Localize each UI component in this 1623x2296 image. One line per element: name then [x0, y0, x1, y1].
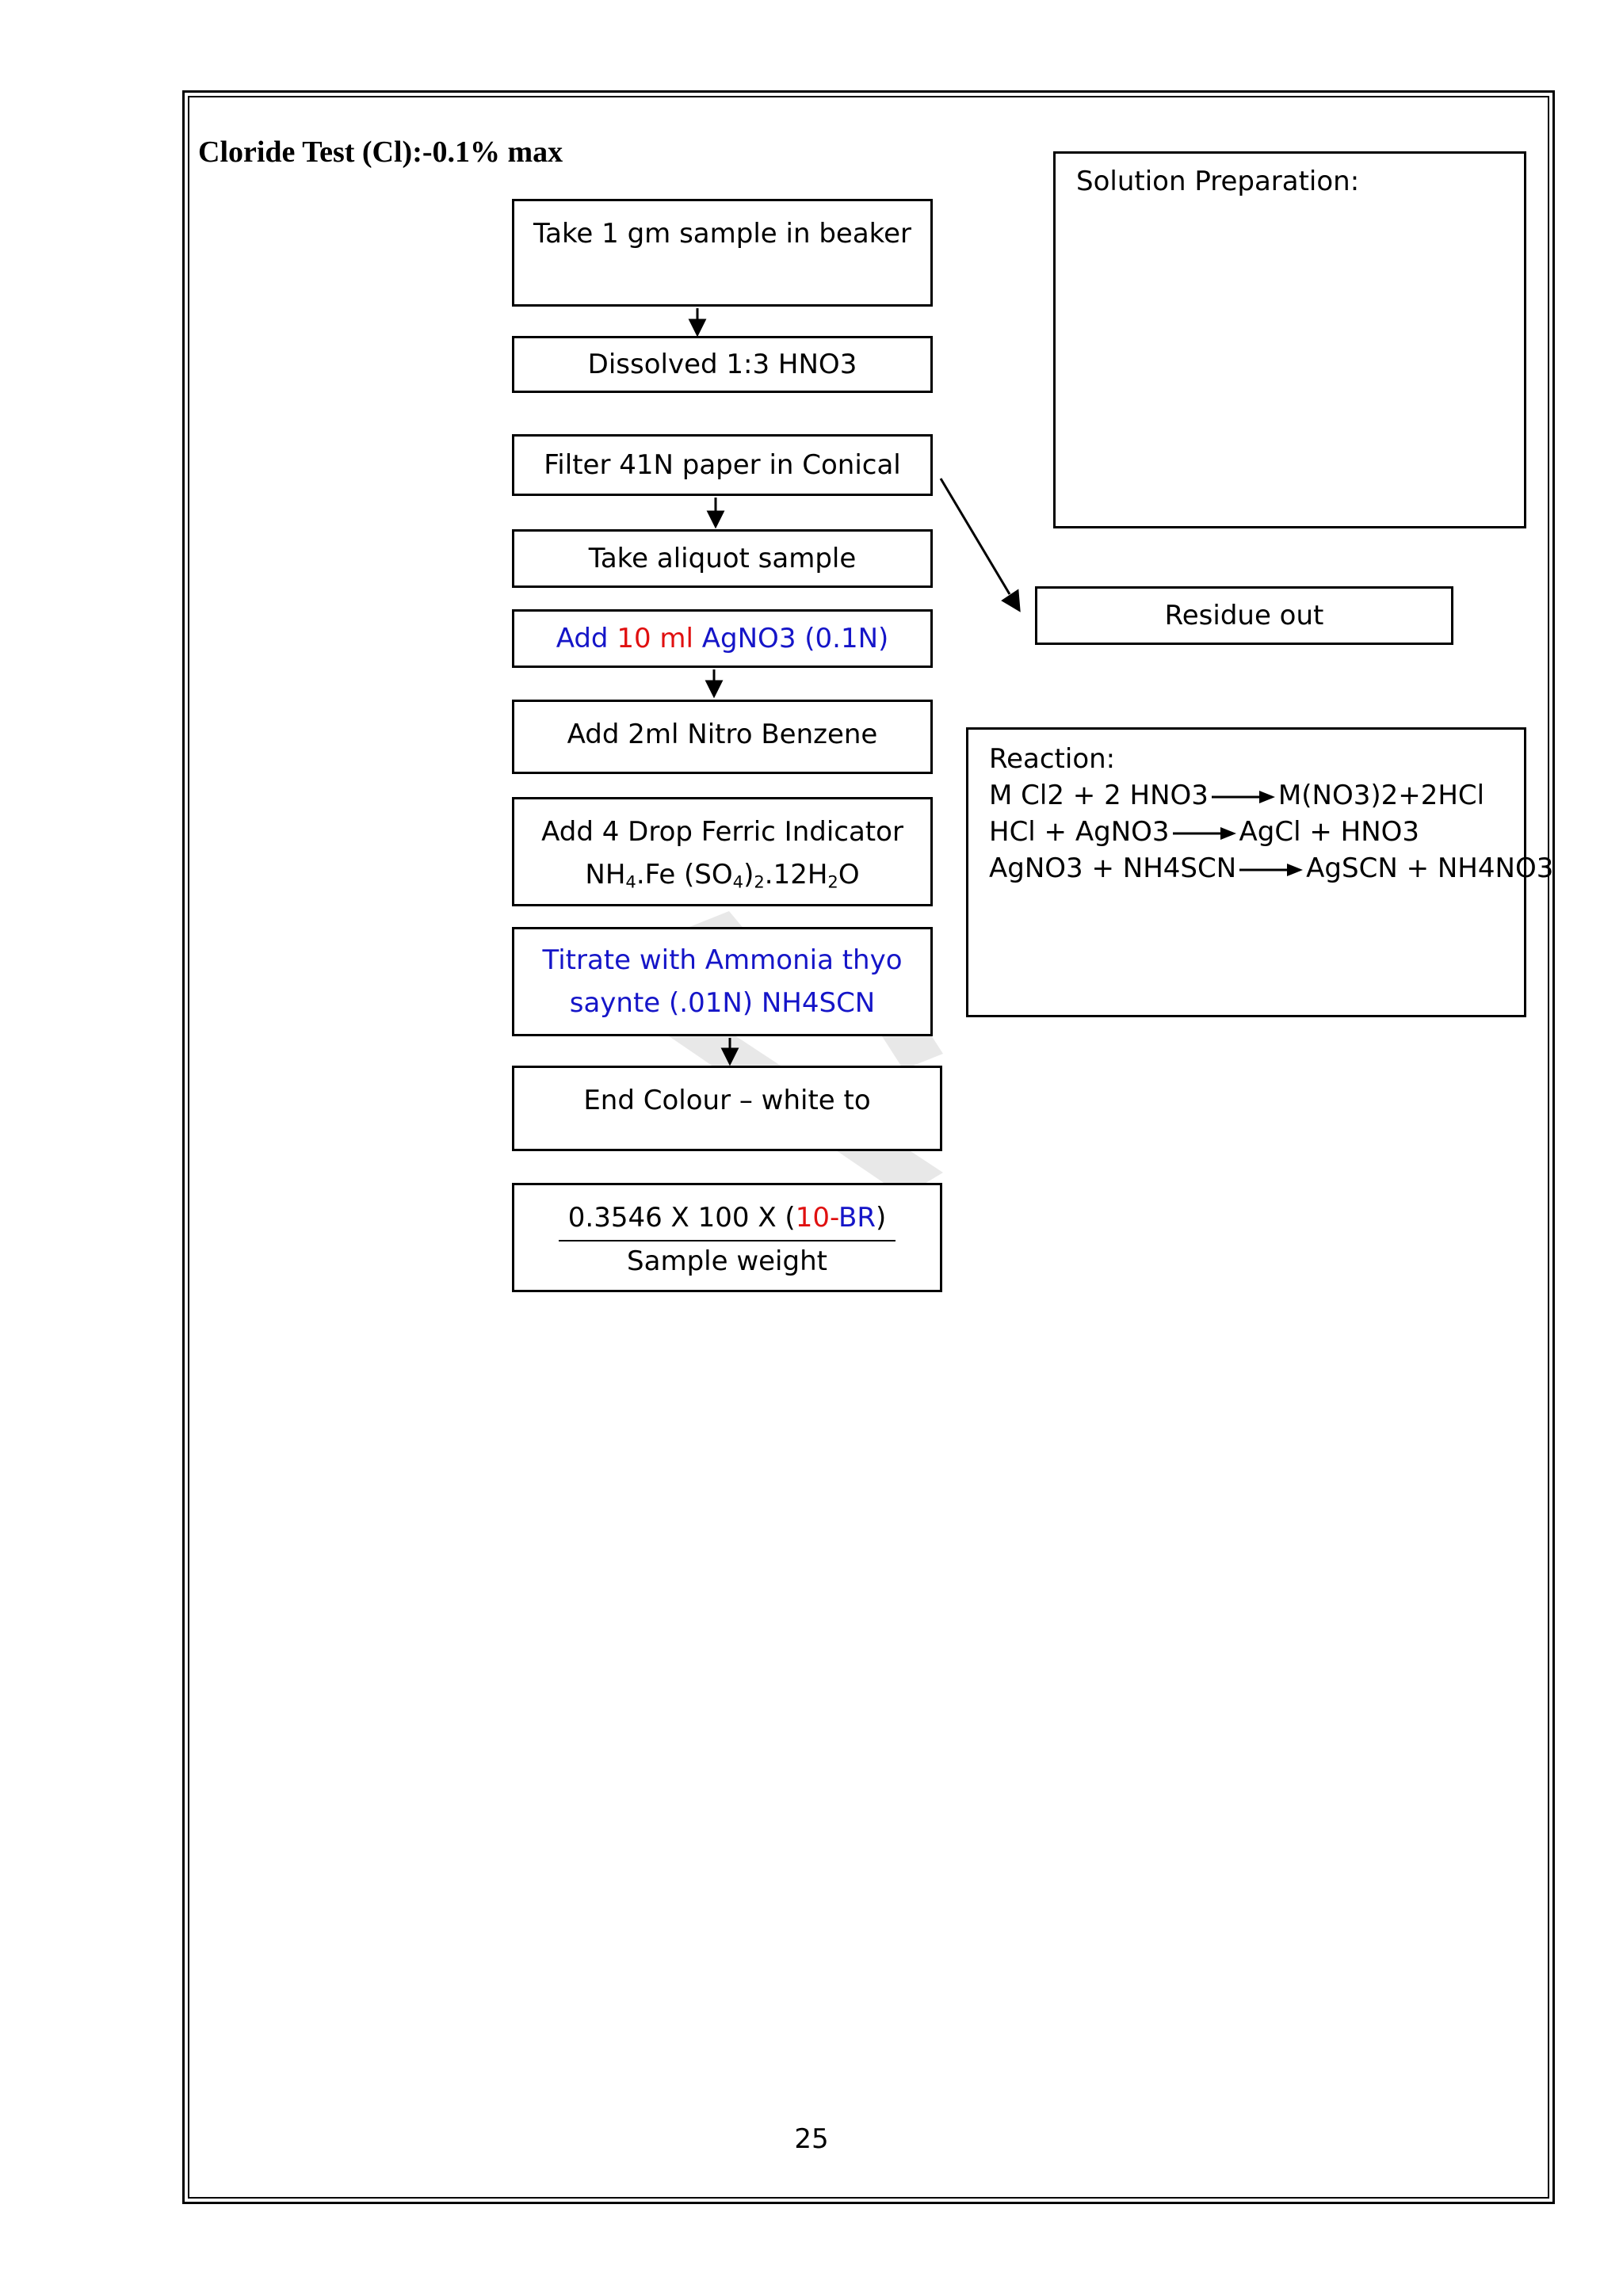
residue-text: Residue out — [1164, 600, 1324, 631]
step-add-agno3-prefix: Add — [556, 623, 617, 654]
step-dissolve: Dissolved 1:3 HNO3 — [512, 336, 933, 393]
formula-numerator: 0.3546 X 100 X (10-BR) — [558, 1199, 896, 1241]
step-filter: Filter 41N paper in Conical — [512, 434, 933, 496]
step-filter-text: Filter 41N paper in Conical — [544, 449, 901, 481]
step-titrate-line2: saynte (.01N) NH4SCN — [569, 987, 876, 1019]
page-number: 25 — [794, 2123, 829, 2155]
step-aliquot: Take aliquot sample — [512, 529, 933, 588]
step-end-colour-text: End Colour – white to — [583, 1085, 871, 1116]
arrow-icon — [1172, 826, 1236, 840]
arrow-icon — [1211, 790, 1275, 803]
residue-box: Residue out — [1035, 586, 1453, 645]
page-title: Cloride Test (Cl):-0.1% max — [198, 135, 563, 169]
step-add-agno3: Add 10 ml AgNO3 (0.1N) — [512, 609, 933, 668]
solution-preparation-box: Solution Preparation: — [1053, 151, 1526, 528]
step-ferric-indicator-line1: Add 4 Drop Ferric Indicator — [541, 816, 903, 848]
step-nitro-benzene-text: Add 2ml Nitro Benzene — [567, 719, 878, 750]
step-dissolve-text: Dissolved 1:3 HNO3 — [587, 349, 857, 380]
page-border — [182, 90, 1555, 2204]
step-aliquot-text: Take aliquot sample — [588, 543, 857, 574]
step-ferric-indicator-formula: NH4.Fe (SO4)2.12H2O — [585, 859, 860, 892]
step-titrate: Titrate with Ammonia thyo saynte (.01N) … — [512, 927, 933, 1036]
formula-box: 0.3546 X 100 X (10-BR) Sample weight — [512, 1183, 942, 1292]
step-add-agno3-reagent: AgNO3 (0.1N) — [693, 623, 889, 654]
step-take-sample: Take 1 gm sample in beaker — [512, 199, 933, 307]
step-titrate-line1: Titrate with Ammonia thyo — [542, 944, 903, 976]
step-take-sample-text: Take 1 gm sample in beaker — [533, 218, 912, 250]
step-end-colour: End Colour – white to — [512, 1066, 942, 1151]
step-add-agno3-text: Add 10 ml AgNO3 (0.1N) — [556, 617, 889, 660]
step-ferric-indicator: Add 4 Drop Ferric Indicator NH4.Fe (SO4)… — [512, 797, 933, 906]
arrow-icon — [1239, 863, 1304, 876]
formula-denominator: Sample weight — [627, 1245, 827, 1277]
step-nitro-benzene: Add 2ml Nitro Benzene — [512, 700, 933, 774]
step-add-agno3-volume: 10 ml — [617, 623, 693, 654]
reaction-label: Reaction: — [989, 743, 1116, 775]
solution-preparation-label: Solution Preparation: — [1076, 166, 1360, 197]
